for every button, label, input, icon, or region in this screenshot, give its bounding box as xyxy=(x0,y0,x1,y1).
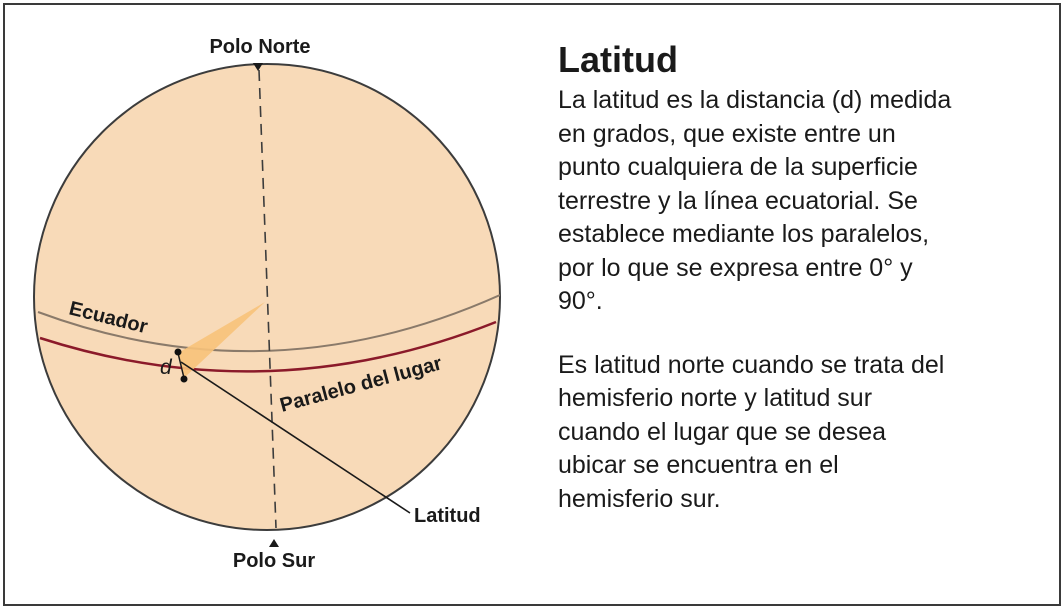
south-pole-marker xyxy=(269,539,279,547)
polar-axis xyxy=(258,69,277,529)
paragraph-line: establece mediante los paralelos, xyxy=(558,220,930,248)
paragraph-line: cuando el lugar que se desea xyxy=(558,417,887,446)
hemisphere-paragraph: Es latitud norte cuando se trata del hemi… xyxy=(558,349,1048,517)
latitude-angle-wedge xyxy=(178,302,265,378)
paragraph-line: por lo que se expresa entre 0° y xyxy=(558,253,913,282)
distance-label: d xyxy=(160,356,173,379)
explanation-panel: Latitud La latitud es la distancia (d) m… xyxy=(558,38,1048,516)
definition-paragraph: La latitud es la distancia (d) medida en … xyxy=(558,84,1048,319)
place-point xyxy=(180,375,188,383)
latitude-label: Latitud xyxy=(414,505,481,527)
paragraph-line: punto cualquiera de la superficie xyxy=(558,153,918,181)
paragraph-gap xyxy=(558,319,1048,349)
paragraph-line: La latitud es la distancia (d) medida xyxy=(558,86,952,114)
north-pole-label: Polo Norte xyxy=(209,36,310,58)
paragraph-line: ubicar se encuentra en el xyxy=(558,451,839,479)
equator-point xyxy=(174,348,182,356)
paragraph-line: hemisferio norte y latitud sur xyxy=(558,384,873,412)
globe xyxy=(33,63,501,531)
paragraph-line: Es latitud norte cuando se trata del xyxy=(558,350,945,379)
north-pole-marker xyxy=(253,63,263,71)
paragraph-line: hemisferio sur. xyxy=(558,484,721,513)
panel-title: Latitud xyxy=(558,39,678,80)
paragraph-line: 90°. xyxy=(558,287,603,315)
latitude-leader-line xyxy=(180,361,411,514)
paragraph-line: en grados, que existe entre un xyxy=(558,119,896,148)
parallel-line xyxy=(39,320,497,373)
paragraph-line: terrestre y la línea ecuatorial. Se xyxy=(558,186,918,215)
distance-segment xyxy=(177,352,185,379)
south-pole-label: Polo Sur xyxy=(233,550,315,572)
